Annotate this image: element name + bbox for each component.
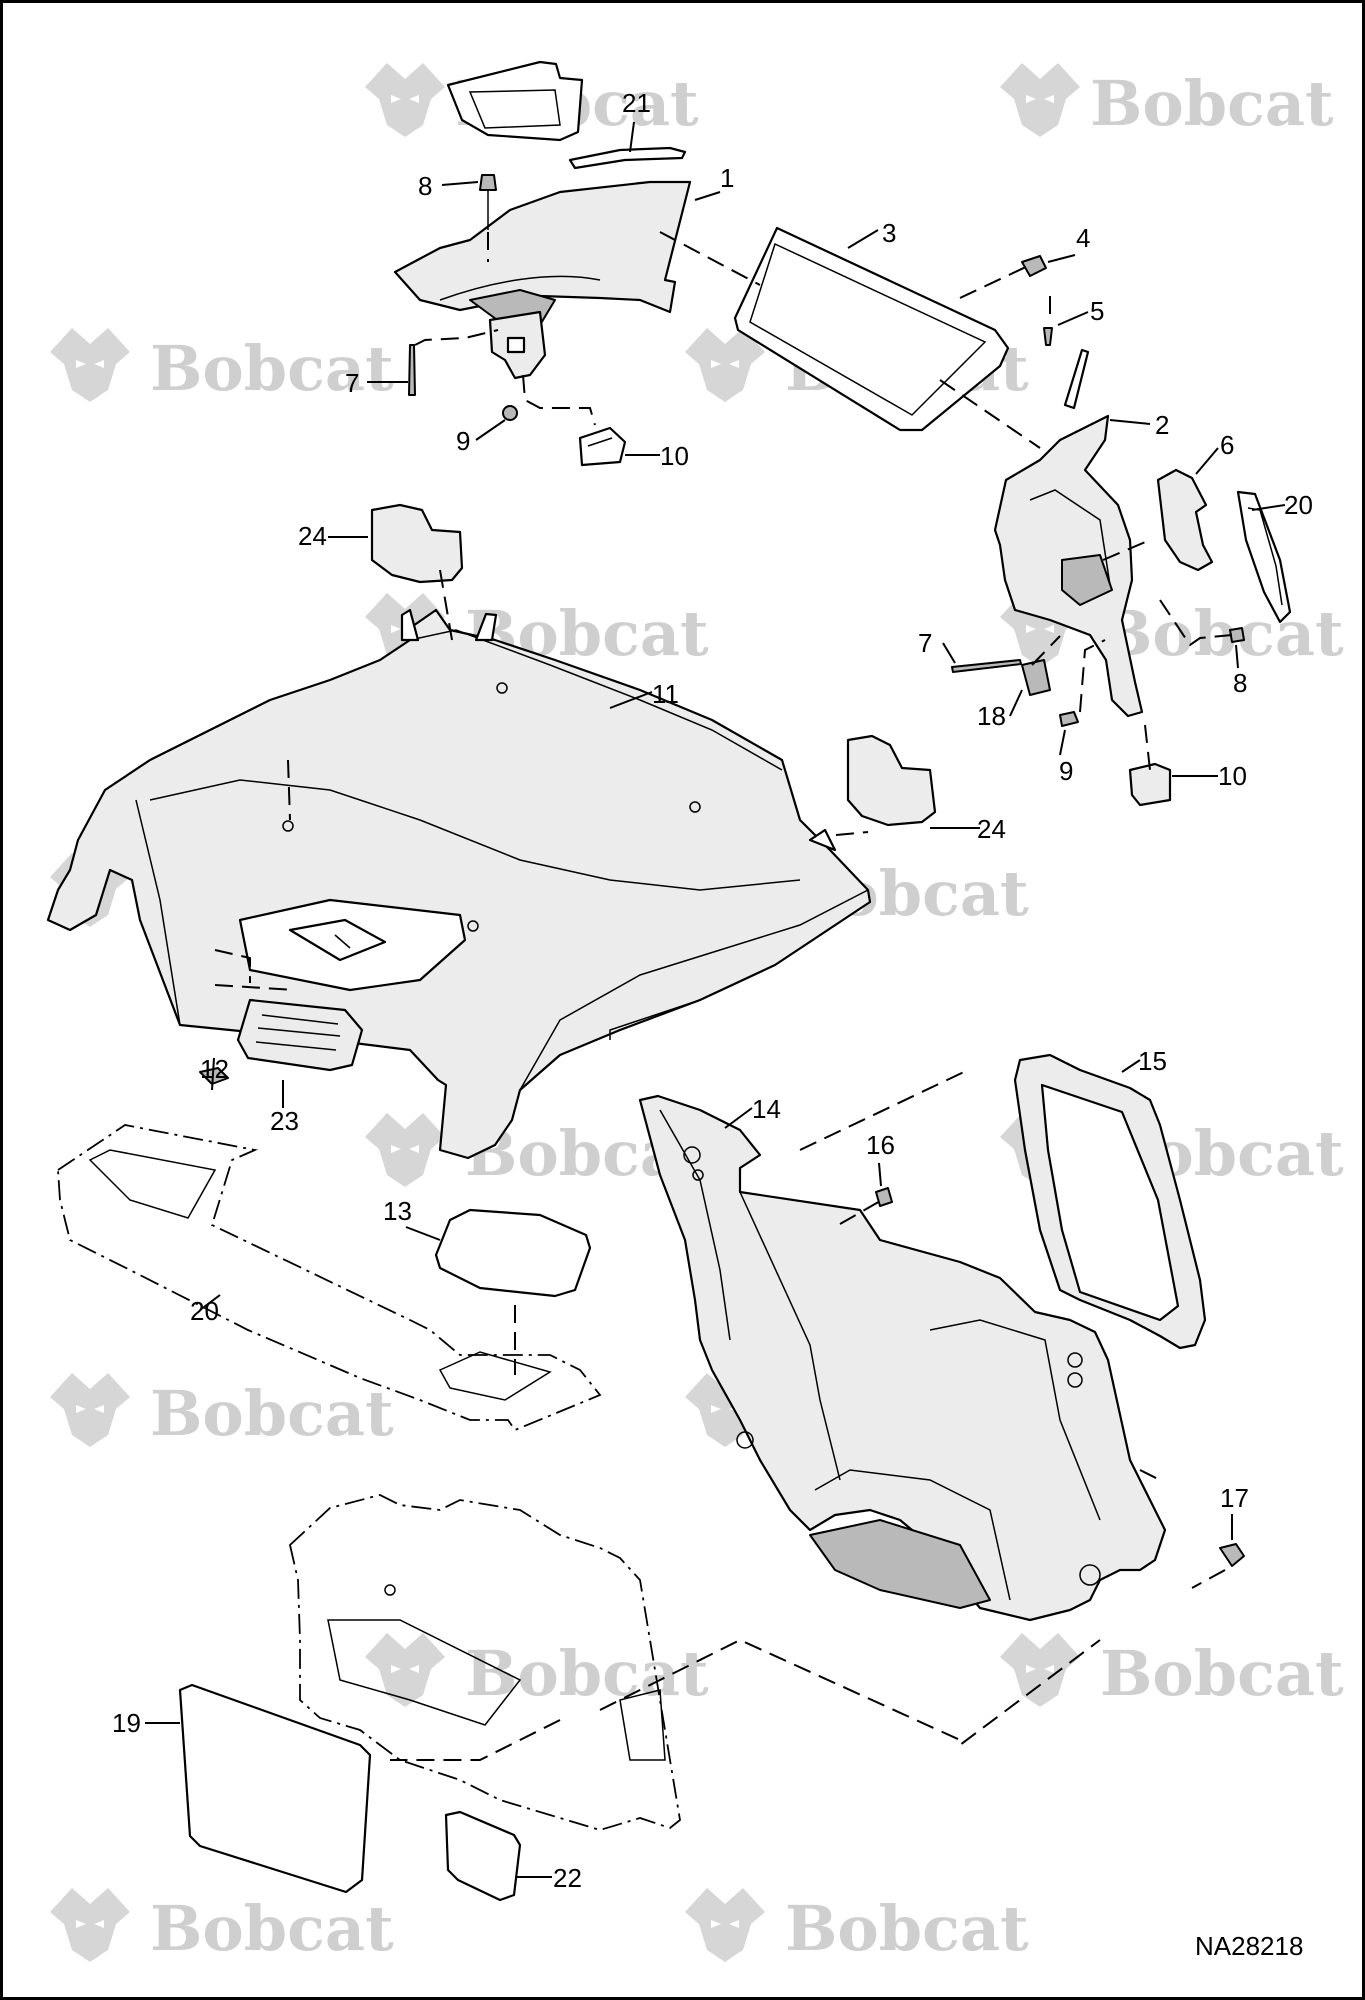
callout-20: 20 [190, 1296, 219, 1326]
callout-9: 9 [1059, 756, 1073, 786]
callout-17: 17 [1220, 1483, 1249, 1513]
part-1-left-trim [393, 60, 692, 467]
part-16-clip [875, 1187, 893, 1207]
callout-10: 10 [1218, 761, 1247, 791]
callout-14: 14 [752, 1094, 781, 1124]
callout-12: 12 [200, 1054, 229, 1084]
callout-8: 8 [1233, 668, 1247, 698]
part-20-gasket [57, 1124, 602, 1432]
callout-3: 3 [882, 218, 896, 248]
part-11-headliner [46, 608, 872, 1160]
callout-9: 9 [456, 426, 470, 456]
part-2-right-trim [951, 348, 1292, 807]
watermark: Bobcat [50, 1888, 394, 1965]
part-4-clip [1021, 255, 1047, 277]
svg-text:Bobcat: Bobcat [785, 1892, 1029, 1965]
part-5-screw [1043, 327, 1053, 346]
watermark: Bobcat [1000, 63, 1334, 140]
part-24-pad-left [370, 503, 464, 584]
part-12-fastener [199, 1067, 229, 1085]
watermark: Bobcat [365, 1633, 709, 1710]
callout-8: 8 [418, 171, 432, 201]
callout-24: 24 [298, 521, 327, 551]
callout-7: 7 [345, 368, 359, 398]
callout-7: 7 [918, 628, 932, 658]
part-23-vent [236, 998, 364, 1072]
svg-text:Bobcat: Bobcat [1100, 1637, 1344, 1710]
drawing-number: NA28218 [1195, 1931, 1303, 1961]
bottom-gasket [289, 1494, 681, 1831]
watermark: Bobcat [50, 1373, 394, 1450]
callout-22: 22 [553, 1863, 582, 1893]
callout-23: 23 [270, 1106, 299, 1136]
svg-text:Bobcat: Bobcat [150, 1892, 394, 1965]
part-15-door-panel [1013, 1053, 1207, 1350]
callout-20: 20 [1284, 490, 1313, 520]
callout-18: 18 [977, 701, 1006, 731]
callout-13: 13 [383, 1196, 412, 1226]
watermark: Bobcat [1000, 593, 1344, 670]
watermark: Bobcat [1000, 1633, 1344, 1710]
callout-1: 1 [720, 163, 734, 193]
part-22-pad [444, 1810, 522, 1902]
callout-21: 21 [622, 88, 651, 118]
part-13-pad [434, 1208, 592, 1298]
svg-text:Bobcat: Bobcat [150, 332, 394, 405]
part-24-pad-right [846, 734, 937, 827]
watermark: Bobcat [685, 1888, 1029, 1965]
part-3-pad [733, 226, 1010, 432]
leader-lines [214, 231, 1233, 1761]
callout-2: 2 [1155, 410, 1169, 440]
part-19-pad [178, 1683, 372, 1894]
callout-24: 24 [977, 814, 1006, 844]
watermark: Bobcat [50, 328, 394, 405]
callout-11: 11 [652, 679, 679, 709]
callout-15: 15 [1138, 1046, 1167, 1076]
callout-10: 10 [660, 441, 689, 471]
callout-4: 4 [1076, 223, 1090, 253]
svg-text:Bobcat: Bobcat [1090, 67, 1334, 140]
callout-6: 6 [1220, 430, 1234, 460]
callouts: 1 2 3 4 5 6 7 7 8 8 9 9 10 10 11 12 13 1… [112, 88, 1313, 1893]
svg-text:Bobcat: Bobcat [150, 1377, 394, 1450]
callout-19: 19 [112, 1708, 141, 1738]
part-14-side-panel [638, 1094, 1167, 1622]
svg-text:Bobcat: Bobcat [1100, 597, 1344, 670]
callout-5: 5 [1090, 296, 1104, 326]
callout-16: 16 [866, 1130, 895, 1160]
callout-leaders [145, 121, 1286, 1878]
part-17-fastener [1219, 1543, 1245, 1567]
